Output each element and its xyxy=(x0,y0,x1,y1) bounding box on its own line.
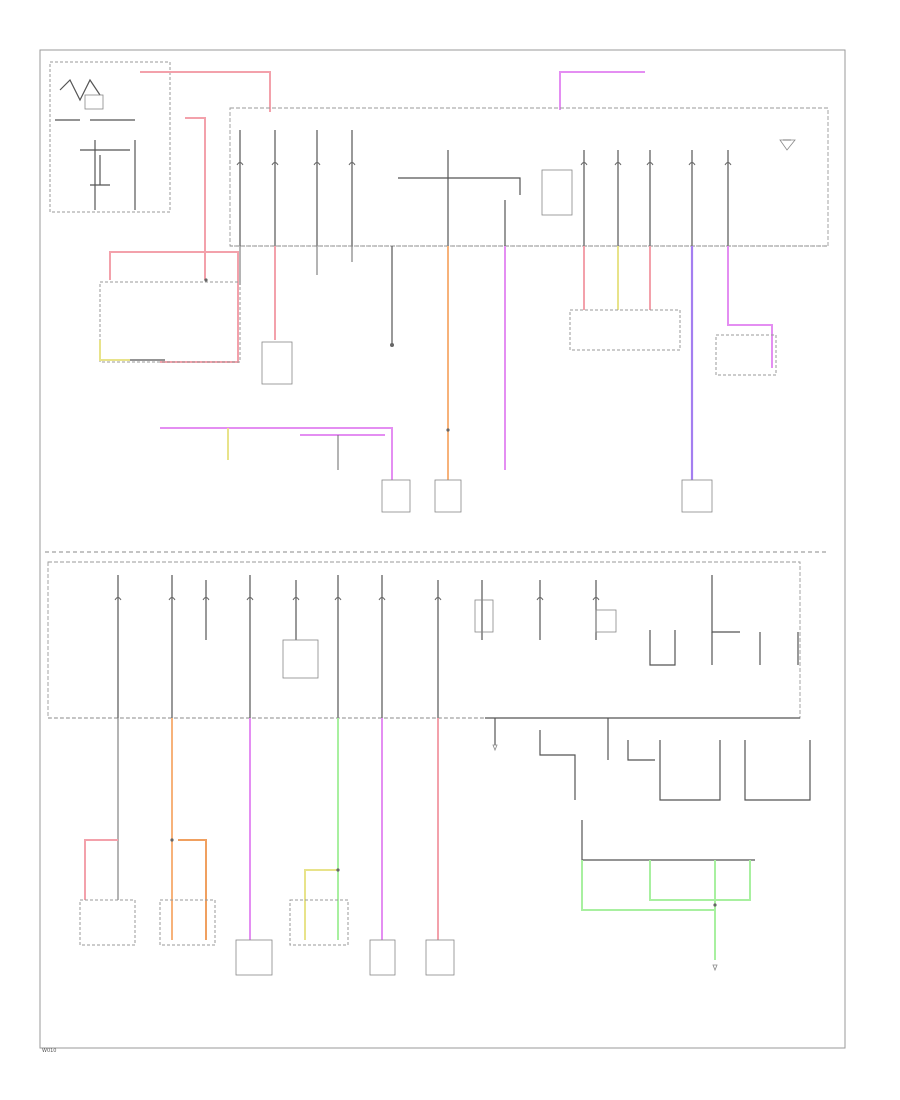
ground-icon xyxy=(492,139,791,972)
upper-fuse-row xyxy=(239,130,796,246)
passenger-module xyxy=(235,939,273,976)
diagram-code: W010 xyxy=(42,1048,57,1054)
generator-starter-box xyxy=(99,281,241,363)
passenger-fuse-box xyxy=(47,561,801,719)
wire-pink-85 xyxy=(84,839,118,900)
battery-feed-wire xyxy=(140,71,271,112)
pink-harness-wire xyxy=(160,427,393,480)
wire-176-dorange xyxy=(178,839,207,940)
fuel-pump-component xyxy=(261,341,293,385)
wire-728-pink xyxy=(727,246,773,368)
horn-component xyxy=(434,479,462,513)
abs-module-box xyxy=(569,309,681,351)
electric-seat-module xyxy=(369,939,396,976)
rear-washer-box xyxy=(79,899,136,946)
wire-305-yellow xyxy=(304,869,338,940)
fuse-icon xyxy=(236,162,732,166)
diagram-frame xyxy=(39,49,846,1049)
right-lower-subsystem xyxy=(494,718,811,861)
left-headlamp-component xyxy=(381,479,411,513)
driver-module xyxy=(425,939,455,976)
relay-module-box xyxy=(715,334,777,376)
suspension-module xyxy=(681,479,713,513)
generator-feed-wire xyxy=(109,251,205,280)
underhood-fuse-box xyxy=(229,107,829,247)
starter-feed-wire xyxy=(160,251,239,363)
ignition-feed-wire xyxy=(559,71,645,110)
aux-box xyxy=(159,899,216,946)
battery-block xyxy=(55,78,136,210)
main-fuse-feed-wire xyxy=(185,117,206,280)
lower-fuse-row xyxy=(117,575,799,718)
fuse-icon xyxy=(114,597,600,601)
splice-dot-icon xyxy=(170,278,717,907)
battery-fuse-box xyxy=(49,61,171,213)
blower-module-box xyxy=(289,899,349,946)
green-ground-harness xyxy=(581,860,751,960)
